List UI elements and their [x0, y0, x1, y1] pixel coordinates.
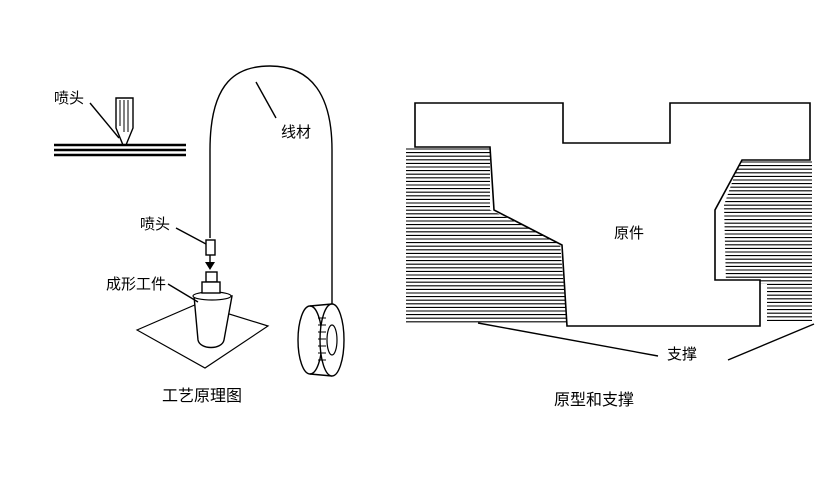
- prototype-part-outline: [414, 102, 811, 327]
- formed-part-icon: [135, 271, 270, 369]
- nozzle-mid-icon: [205, 239, 216, 270]
- prototype-support-diagram: 原件 支撑 原型和支撑: [406, 102, 815, 409]
- filament-path: [209, 65, 333, 310]
- process-principle-diagram: 喷头 线材 喷头: [54, 65, 345, 405]
- part-leader: [167, 283, 199, 303]
- right-caption: 原型和支撑: [554, 390, 634, 409]
- nozzle-label-mid: 喷头: [140, 215, 170, 233]
- deposited-layers: [54, 143, 186, 157]
- nozzle-label-top: 喷头: [54, 89, 84, 107]
- nozzle-leader-mid: [175, 227, 207, 245]
- nozzle-leader-top: [89, 102, 120, 139]
- part-original-label: 原件: [614, 224, 644, 242]
- support-leader-right: [727, 323, 815, 361]
- nozzle-detail: 喷头: [54, 89, 186, 157]
- support-label: 支撑: [667, 345, 697, 363]
- left-caption: 工艺原理图: [162, 386, 242, 405]
- filament-label: 线材: [281, 123, 311, 141]
- filament-spool-icon: [297, 303, 345, 377]
- support-leader-left: [477, 322, 659, 357]
- filament-leader: [255, 81, 277, 119]
- part-label: 成形工件: [106, 275, 166, 293]
